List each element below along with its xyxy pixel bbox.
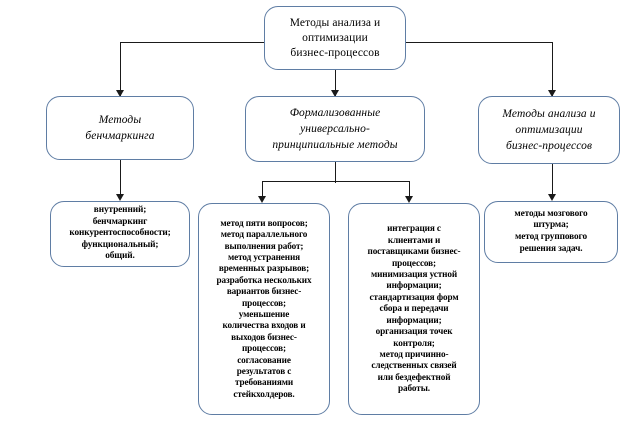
connector-to-analysis-optimization xyxy=(552,42,554,96)
connector-root-to-center xyxy=(335,70,337,96)
node-root[interactable]: Методы анализа и оптимизации бизнес-проц… xyxy=(264,6,406,70)
node-benchmarking-items-label: внутренний; бенчмаркинг конкурентоспособ… xyxy=(69,205,171,262)
connector-formalized-left-drop xyxy=(262,181,264,201)
node-analysis-optimization-label: Методы анализа и оптимизации бизнес-проц… xyxy=(502,108,596,152)
node-formalized-label: Формализованные универсально- принципиал… xyxy=(272,107,398,151)
connector-formalized-right-drop xyxy=(409,181,411,201)
node-analysis-optimization-items[interactable]: методы мозгового штурма; метод групповог… xyxy=(484,201,618,263)
node-benchmarking[interactable]: Методы бенчмаркинга xyxy=(46,96,194,160)
arrowhead-analysis-optimization xyxy=(548,90,556,97)
connector-to-benchmarking xyxy=(120,42,122,96)
node-formalized-items-right-label: интеграция с клиентами и поставщиками би… xyxy=(367,223,461,394)
connector-analysis-to-items xyxy=(552,164,554,199)
arrowhead-formalized xyxy=(331,90,339,97)
connector-root-bar-left xyxy=(120,42,276,44)
arrowhead-analysis-items xyxy=(548,194,556,201)
connector-root-bar-right xyxy=(394,42,553,44)
arrowhead-benchmarking-items xyxy=(116,194,124,201)
node-root-label: Методы анализа и оптимизации бизнес-проц… xyxy=(289,16,381,59)
node-analysis-optimization-items-label: методы мозгового штурма; метод групповог… xyxy=(514,208,588,254)
node-formalized[interactable]: Формализованные универсально- принципиал… xyxy=(245,96,425,162)
arrowhead-benchmarking xyxy=(116,90,124,97)
connector-benchmarking-to-items xyxy=(120,160,122,199)
node-formalized-items-left-label: метод пяти вопросов; метод параллельного… xyxy=(216,217,312,399)
node-benchmarking-label: Методы бенчмаркинга xyxy=(85,114,155,142)
arrowhead-formalized-right xyxy=(405,196,413,203)
connector-formalized-bar xyxy=(262,181,410,183)
node-formalized-items-right[interactable]: интеграция с клиентами и поставщиками би… xyxy=(348,203,480,415)
arrowhead-formalized-left xyxy=(258,196,266,203)
node-benchmarking-items[interactable]: внутренний; бенчмаркинг конкурентоспособ… xyxy=(50,201,190,267)
node-analysis-optimization[interactable]: Методы анализа и оптимизации бизнес-проц… xyxy=(478,96,620,164)
connector-formalized-stub xyxy=(335,162,337,183)
node-formalized-items-left[interactable]: метод пяти вопросов; метод параллельного… xyxy=(198,203,330,415)
